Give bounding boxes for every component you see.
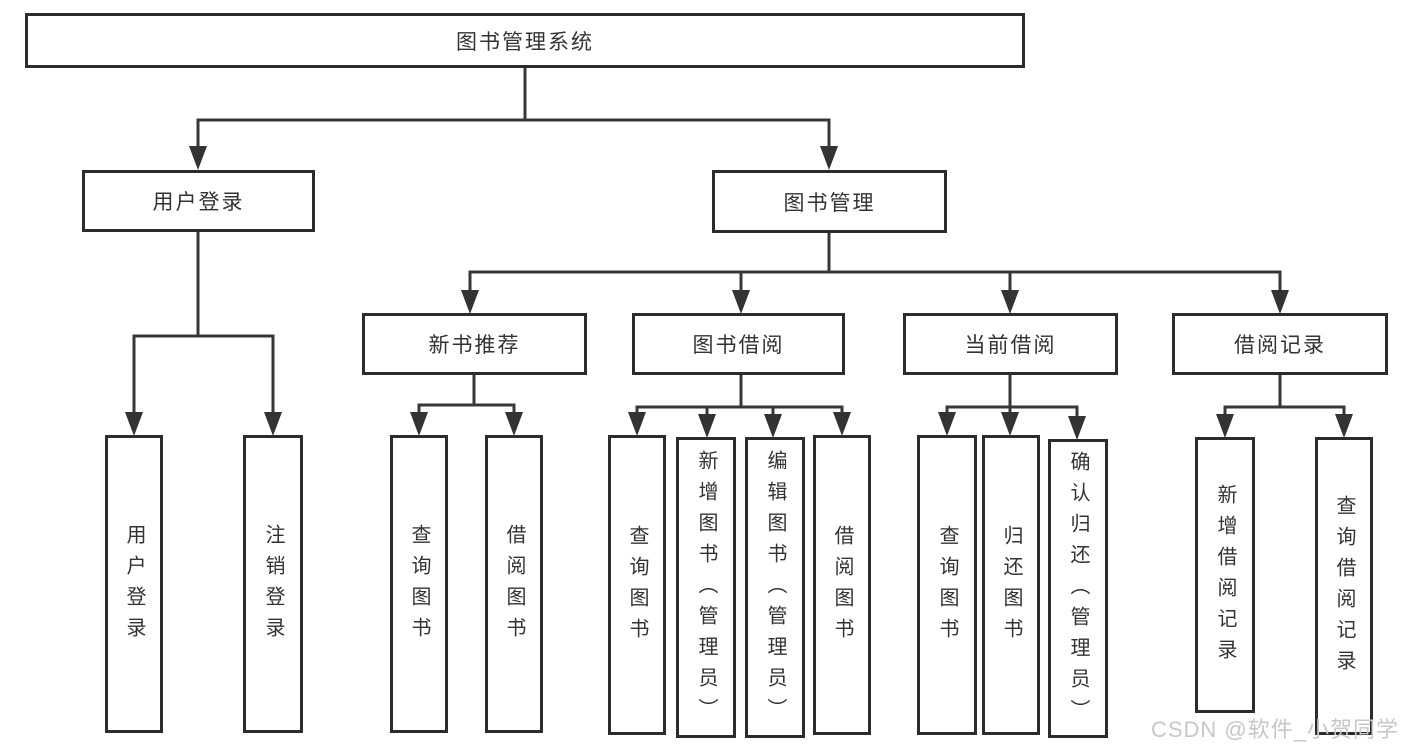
- node-leaf-add-borrow-record: 新增借阅记录: [1195, 437, 1255, 713]
- arrowheads: [125, 146, 1353, 440]
- node-leaf-query-books-borrowing: 查询图书: [608, 435, 666, 735]
- node-leaf-query-books-current: 查询图书: [917, 435, 977, 735]
- node-leaf-add-books-admin: 新增图书（管理员）: [676, 437, 736, 738]
- node-leaf-borrow-books-recommend: 借阅图书: [485, 435, 543, 733]
- node-current-borrowing: 当前借阅: [903, 313, 1118, 375]
- node-user-login: 用户登录: [82, 170, 315, 232]
- node-library-management-system: 图书管理系统: [25, 13, 1025, 68]
- node-leaf-confirm-return-admin: 确认归还（管理员）: [1048, 439, 1108, 738]
- node-book-borrowing: 图书借阅: [632, 313, 845, 375]
- node-leaf-query-borrow-record: 查询借阅记录: [1315, 437, 1373, 735]
- node-book-management: 图书管理: [712, 170, 947, 233]
- node-leaf-borrow-books-borrowing: 借阅图书: [813, 435, 871, 735]
- node-leaf-query-books-recommend: 查询图书: [390, 435, 448, 733]
- node-leaf-logout: 注销登录: [243, 435, 303, 733]
- node-leaf-user-login: 用户登录: [105, 435, 163, 733]
- node-leaf-edit-books-admin: 编辑图书（管理员）: [745, 437, 805, 738]
- csdn-watermark: CSDN @软件_小贺同学: [1150, 717, 1399, 742]
- node-new-book-recommendation: 新书推荐: [362, 313, 587, 375]
- node-borrowing-records: 借阅记录: [1172, 313, 1388, 375]
- node-leaf-return-books: 归还图书: [982, 435, 1040, 735]
